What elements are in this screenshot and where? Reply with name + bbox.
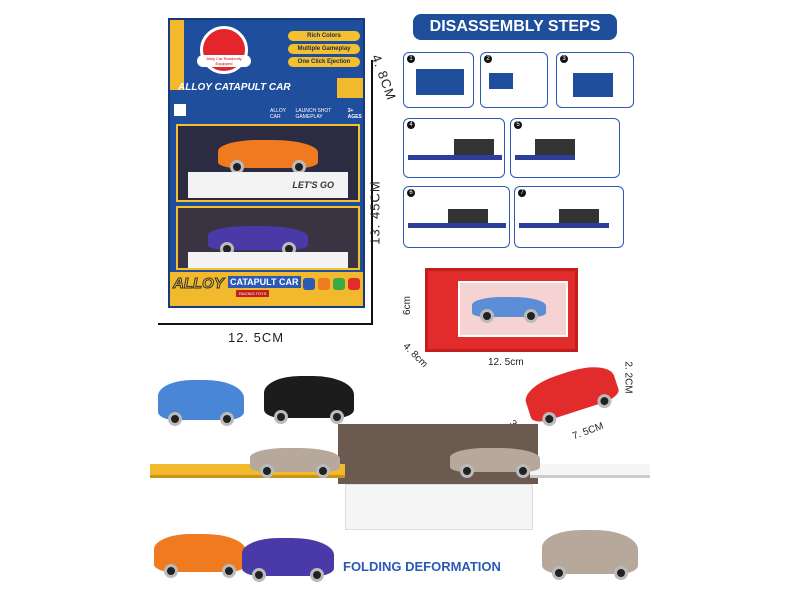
container-window bbox=[458, 281, 568, 337]
brand-logo: Alloy Car Randomly Equipped bbox=[197, 26, 251, 74]
car-height-label: 2. 2CM bbox=[622, 361, 634, 394]
container-height-label: 6cm bbox=[401, 296, 413, 315]
badge-text: Alloy Car Randomly Equipped bbox=[197, 55, 251, 67]
car-length-label: 7. 5CM bbox=[571, 420, 606, 443]
k-logo bbox=[174, 104, 186, 116]
launcher-tray bbox=[188, 252, 348, 268]
height-label: 13. 45CM bbox=[367, 180, 383, 245]
window-bottom bbox=[176, 206, 360, 270]
step-4: 4 bbox=[403, 118, 505, 178]
silver-wagon bbox=[450, 448, 540, 478]
step-5: 5 bbox=[510, 118, 620, 178]
folding-caption: FOLDING DEFORMATION bbox=[343, 559, 501, 574]
blue-car bbox=[472, 297, 546, 323]
tagline: RACING TOYS bbox=[236, 290, 270, 297]
list-icon bbox=[318, 278, 330, 290]
brand-name: ALLOY bbox=[173, 275, 225, 293]
step-3: 3 bbox=[556, 52, 634, 108]
feature-pill: Rich Colors bbox=[288, 31, 360, 41]
launcher-tray: LET'S GO bbox=[188, 172, 348, 198]
silver-wagon bbox=[542, 530, 638, 580]
step-number: 2 bbox=[484, 55, 492, 63]
depth-label: 4. 8CM bbox=[368, 52, 400, 103]
container-width-label: 12. 5cm bbox=[488, 357, 524, 368]
black-car bbox=[264, 376, 354, 424]
step-number: 3 bbox=[560, 55, 568, 63]
feature-icons bbox=[303, 278, 360, 290]
orange-car bbox=[154, 534, 246, 578]
step-number: 4 bbox=[407, 121, 415, 129]
track-icon bbox=[333, 278, 345, 290]
step-number: 1 bbox=[407, 55, 415, 63]
step-number: 5 bbox=[514, 121, 522, 129]
blue-car bbox=[158, 380, 244, 426]
garage-base bbox=[345, 484, 533, 530]
feature-pill: One Click Ejection bbox=[288, 57, 360, 67]
product-package: Alloy Car Randomly Equipped Rich Colors … bbox=[168, 18, 365, 308]
width-dimension-line bbox=[158, 323, 372, 325]
yellow-strip bbox=[170, 20, 184, 90]
step-number: 7 bbox=[518, 189, 526, 197]
step-number: 6 bbox=[407, 189, 415, 197]
info-text: ALLOY CAR bbox=[270, 108, 287, 120]
step-1: 1 bbox=[403, 52, 474, 108]
window-top: LET'S GO bbox=[176, 124, 360, 202]
step-2: 2 bbox=[480, 52, 548, 108]
width-label: 12. 5CM bbox=[228, 330, 285, 345]
height-dimension-line bbox=[371, 60, 373, 325]
red-car bbox=[521, 358, 621, 428]
step-6: 6 bbox=[403, 186, 510, 248]
info-text: LAUNCH SHOT GAMEPLAY bbox=[295, 108, 332, 120]
red-container bbox=[425, 268, 578, 352]
yellow-strip bbox=[337, 78, 363, 98]
car-icon bbox=[303, 278, 315, 290]
silver-wagon bbox=[250, 448, 340, 478]
gear-icon bbox=[348, 278, 360, 290]
track-right bbox=[530, 464, 650, 478]
track-text: LET'S GO bbox=[292, 180, 334, 190]
steps-title: DISASSEMBLY STEPS bbox=[413, 14, 617, 40]
package-info: ALLOY CAR LAUNCH SHOT GAMEPLAY 3+ AGES bbox=[270, 108, 363, 120]
brand-subtitle: CATAPULT CAR bbox=[228, 276, 301, 288]
purple-car bbox=[208, 226, 308, 256]
orange-car bbox=[218, 140, 318, 174]
package-title: ALLOY CATAPULT CAR bbox=[178, 82, 291, 93]
step-7: 7 bbox=[514, 186, 624, 248]
feature-pill: Multiple Gameplay bbox=[288, 44, 360, 54]
info-text: 3+ AGES bbox=[347, 108, 362, 120]
purple-car bbox=[242, 538, 334, 582]
